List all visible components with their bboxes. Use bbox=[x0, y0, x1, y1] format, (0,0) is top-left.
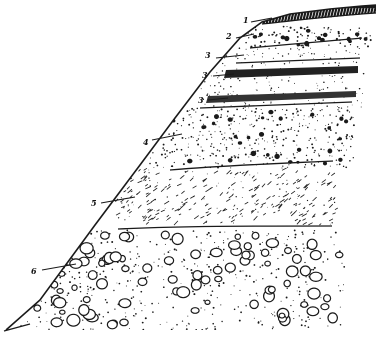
svg-text:1: 1 bbox=[243, 15, 249, 25]
label-6: 6 bbox=[31, 264, 76, 276]
svg-text:6: 6 bbox=[31, 266, 37, 276]
layer-gravel bbox=[20, 229, 345, 330]
svg-text:2: 2 bbox=[225, 31, 232, 41]
layer-dashed-sand bbox=[111, 168, 338, 225]
layer-stippled-sand bbox=[149, 107, 355, 168]
svg-text:4: 4 bbox=[143, 137, 149, 147]
dark-band-lower bbox=[206, 91, 356, 103]
layer-pebbly-upper bbox=[245, 26, 372, 49]
layer-boundaries bbox=[118, 13, 376, 229]
slope-outline bbox=[6, 5, 376, 330]
svg-text:5: 5 bbox=[91, 198, 97, 208]
svg-text:3: 3 bbox=[198, 95, 204, 105]
svg-text:3: 3 bbox=[202, 70, 208, 80]
dark-band-upper bbox=[224, 66, 358, 78]
svg-text:3: 3 bbox=[205, 50, 211, 60]
